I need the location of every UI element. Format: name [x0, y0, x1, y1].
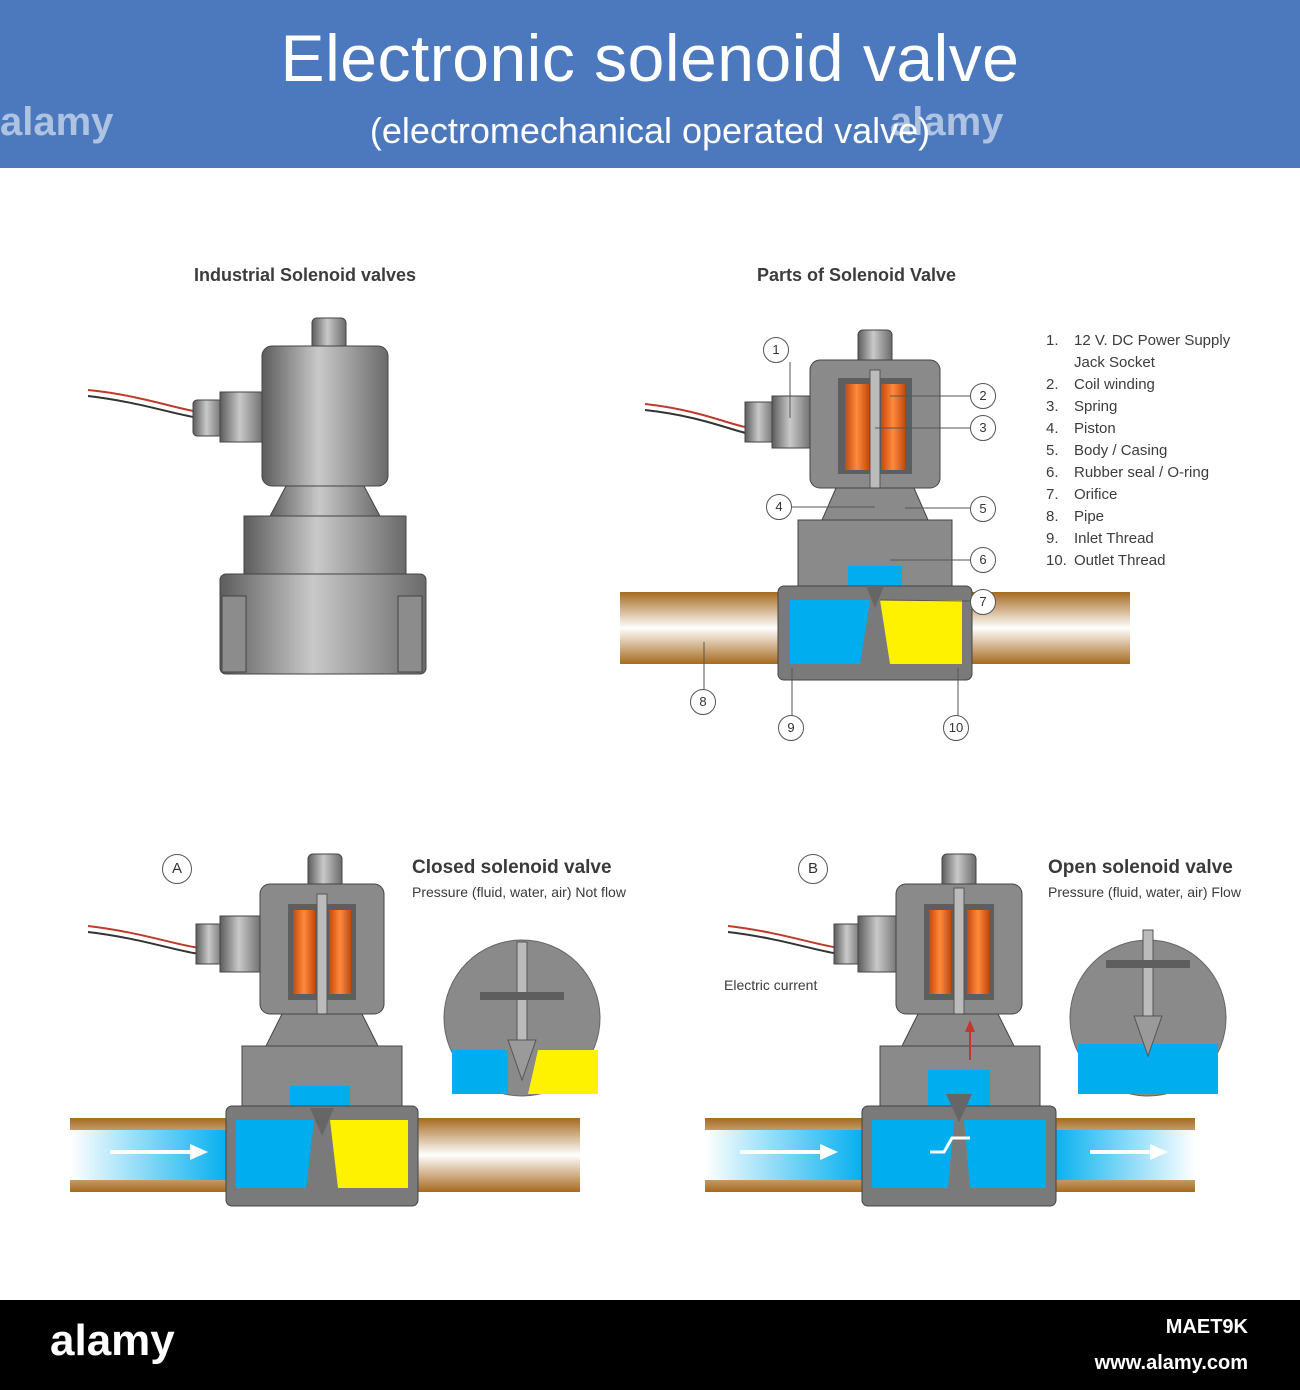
parts-list-item: 4.Piston — [1046, 420, 1116, 437]
parts-label: Parts of Solenoid Valve — [757, 265, 957, 285]
site-url: www.alamy.com — [1094, 1352, 1248, 1374]
parts-list-item: 9.Inlet Thread — [1046, 530, 1154, 547]
closed-valve-drawing — [70, 853, 601, 1207]
callout-3: 3 — [970, 415, 996, 441]
industrial-valves-label: Industrial Solenoid valves — [194, 265, 417, 285]
parts-list-item: 7.Orifice — [1046, 486, 1118, 503]
alamy-logo: alamy — [50, 1316, 175, 1365]
callout-7: 7 — [970, 589, 996, 615]
callout-10: 10 — [943, 715, 969, 741]
parts-list-item: 2.Coil winding — [1046, 376, 1155, 393]
badge-b: B — [798, 854, 828, 884]
callout-8: 8 — [690, 689, 716, 715]
callout-5: 5 — [970, 496, 996, 522]
open-valve-subtitle: Pressure (fluid, water, air) Flow — [1048, 884, 1241, 900]
parts-valve-drawing — [620, 329, 1130, 716]
parts-list-item: 3.Spring — [1046, 398, 1118, 415]
watermark-center: alamy — [890, 100, 1004, 144]
parts-list-item: 5.Body / Casing — [1046, 442, 1168, 459]
electric-current-label: Electric current — [724, 977, 818, 993]
callout-1: 1 — [763, 337, 789, 363]
callout-4: 4 — [766, 494, 792, 520]
closed-valve-title: Closed solenoid valve — [412, 857, 612, 878]
parts-list-item: 8.Pipe — [1046, 508, 1105, 525]
callout-2: 2 — [970, 383, 996, 409]
open-valve-drawing — [705, 853, 1227, 1207]
page-subtitle: (electromechanical operated valve) — [369, 110, 931, 151]
closed-valve-subtitle: Pressure (fluid, water, air) Not flow — [412, 884, 626, 900]
parts-list-item: 6.Rubber seal / O-ring — [1046, 464, 1210, 481]
callout-9: 9 — [778, 715, 804, 741]
page-title: Electronic solenoid valve — [280, 21, 1020, 95]
footer-bar: alamy MAET9K www.alamy.com — [0, 1300, 1300, 1390]
callout-6: 6 — [970, 547, 996, 573]
watermark-left: alamy — [0, 100, 114, 144]
image-code: MAET9K — [1165, 1316, 1248, 1338]
industrial-valve-drawing — [87, 317, 427, 675]
open-valve-title: Open solenoid valve — [1048, 857, 1233, 878]
header-banner: Electronic solenoid valve (electromechan… — [0, 0, 1300, 168]
badge-a: A — [162, 854, 192, 884]
parts-list-item: 10.Outlet Thread — [1046, 552, 1166, 569]
